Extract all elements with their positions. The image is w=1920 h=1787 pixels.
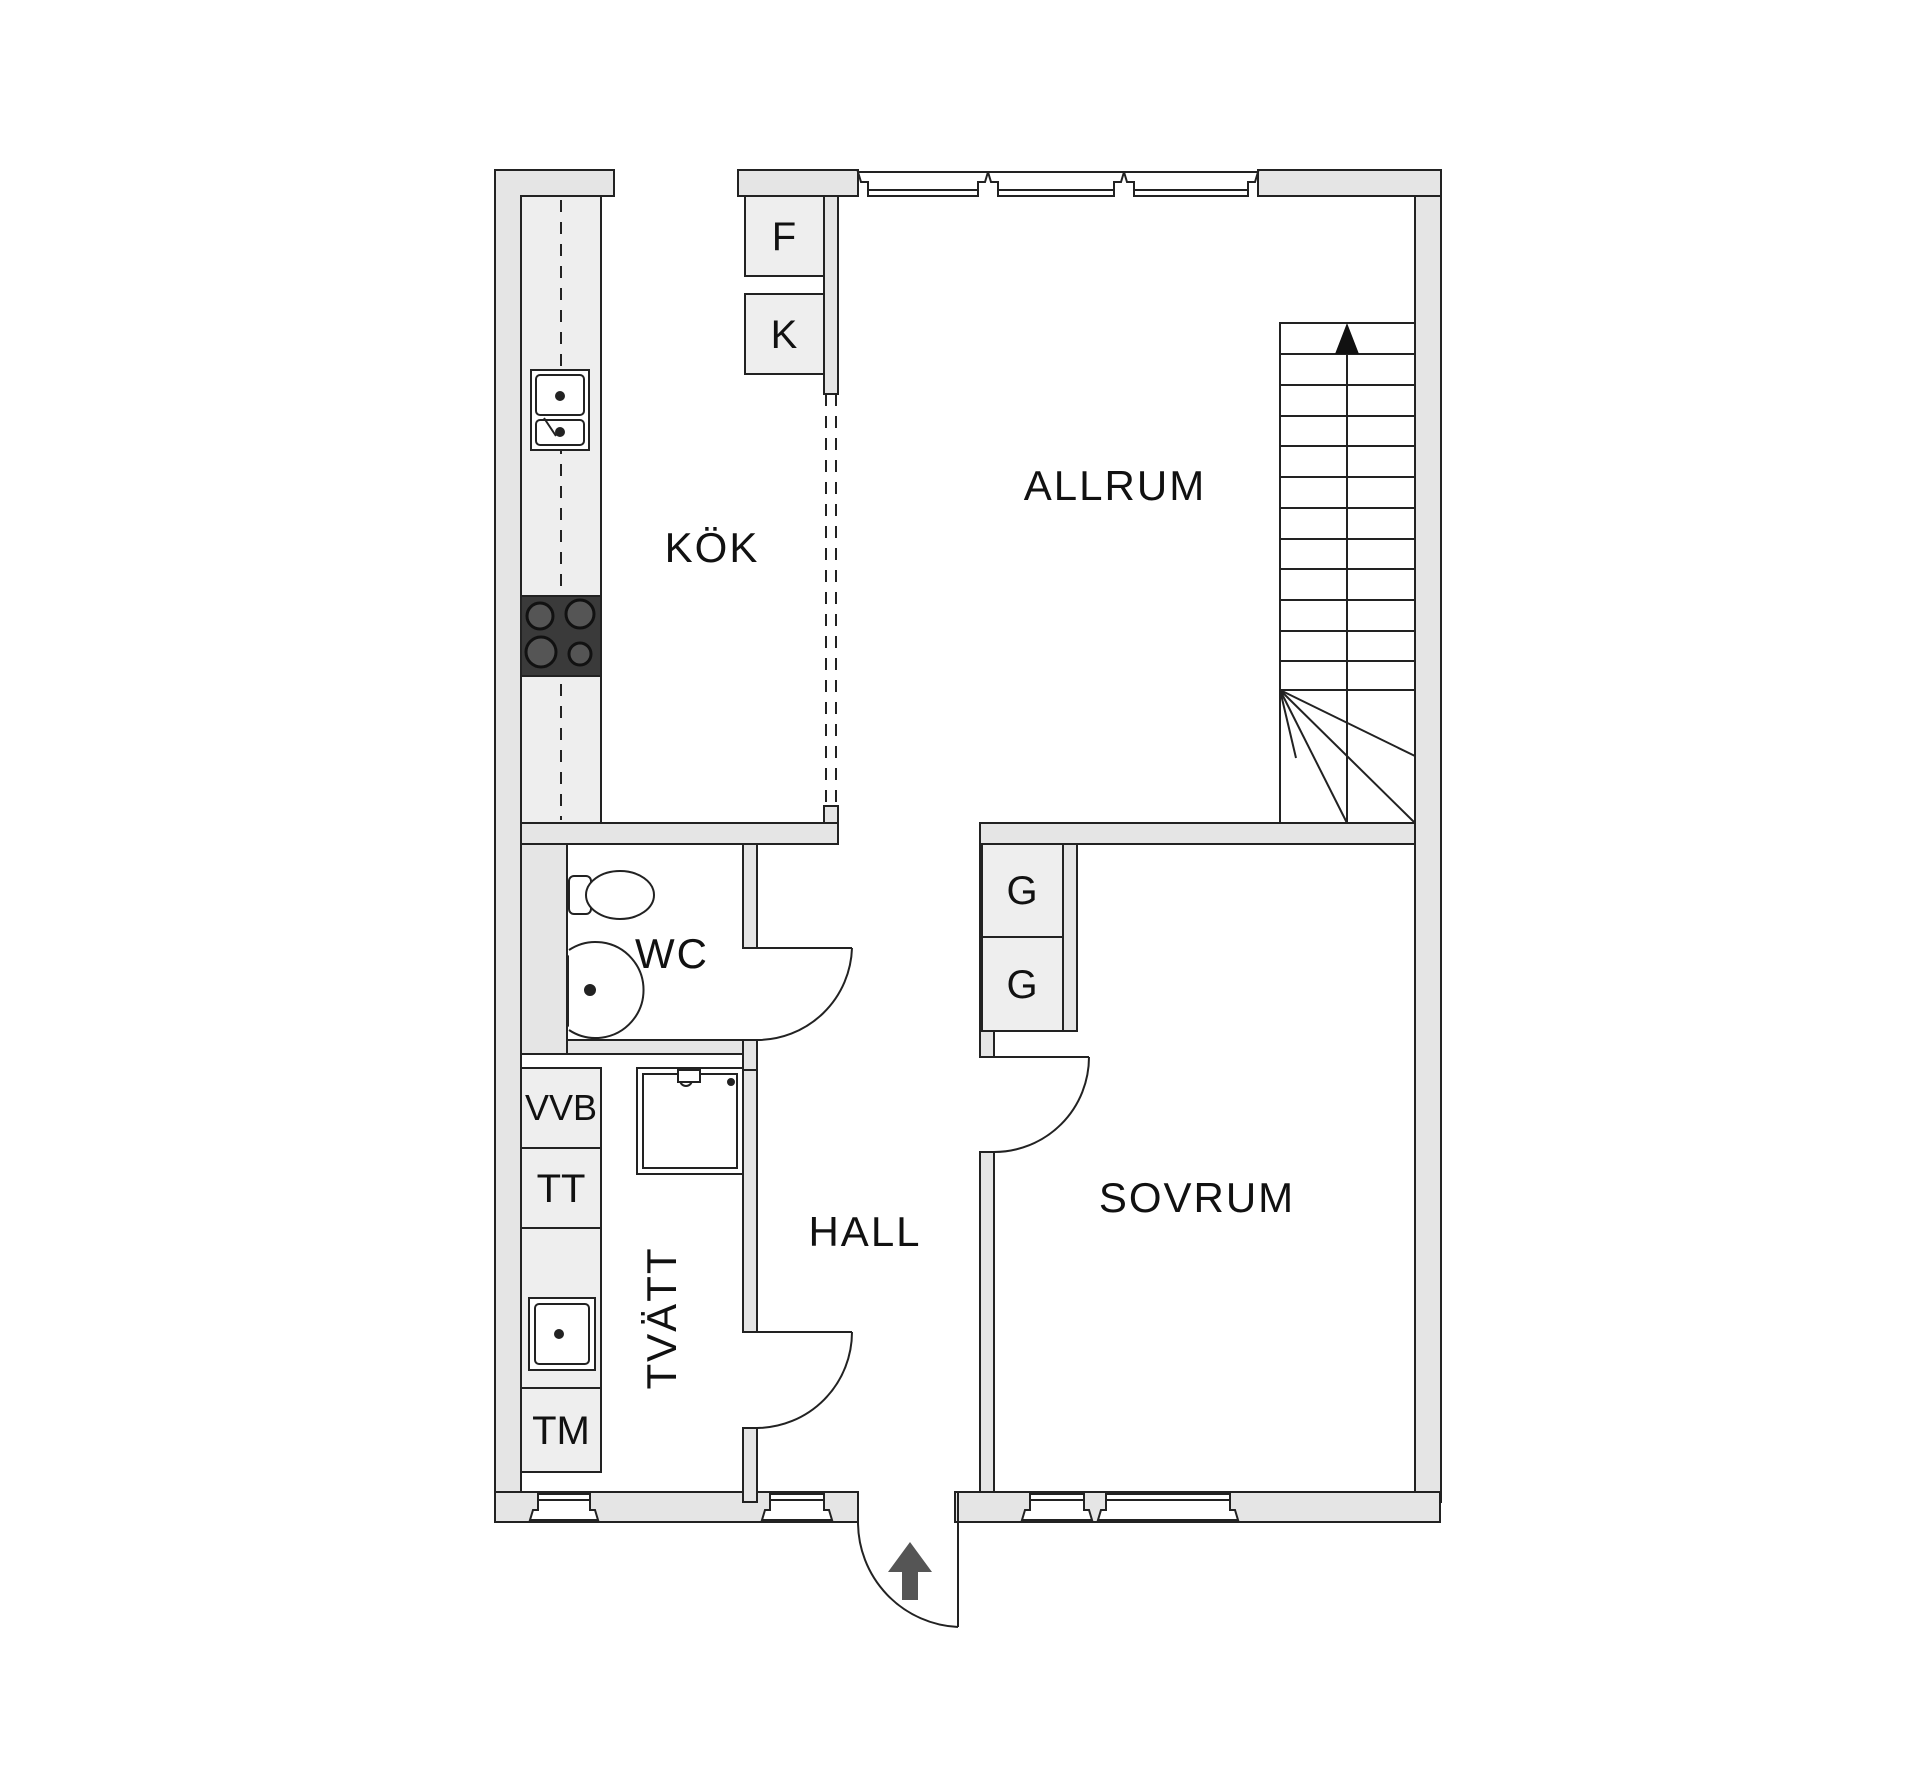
wardrobe-bottom: G xyxy=(981,936,1064,1032)
washer-label: TM xyxy=(532,1409,590,1453)
shower-icon xyxy=(636,1067,744,1175)
door-swing-icon xyxy=(756,947,1090,1628)
dryer-label: TT xyxy=(537,1167,586,1211)
kitchen-counter xyxy=(520,195,602,824)
entrance-arrow-icon xyxy=(888,1542,932,1600)
room-label-allrum: ALLRUM xyxy=(1024,462,1206,509)
fridge-label: F xyxy=(772,215,796,259)
stove-icon xyxy=(520,595,602,677)
stairs-up-arrow-icon xyxy=(1335,323,1359,354)
open-passage xyxy=(825,394,837,806)
room-label-hall: HALL xyxy=(808,1208,921,1255)
room-label-wc: WC xyxy=(635,930,709,977)
room-label-kok: KÖK xyxy=(665,524,760,571)
freezer-unit: K xyxy=(744,293,825,375)
room-label-tvatt: TVÄTT xyxy=(638,1247,685,1390)
water-heater-label: VVB xyxy=(525,1087,597,1128)
wardrobe-top: G xyxy=(981,843,1064,938)
washbasin-icon xyxy=(568,941,645,1039)
fridge-unit: F xyxy=(744,195,825,277)
toilet-icon xyxy=(568,870,655,920)
window-icon xyxy=(528,171,1260,1521)
freezer-label: K xyxy=(771,313,798,357)
wardrobe-top-label: G xyxy=(1006,869,1037,913)
stairs-icon xyxy=(1279,322,1416,824)
wardrobe-bottom-label: G xyxy=(1006,963,1037,1007)
sink-icon xyxy=(530,369,590,451)
room-label-sovrum: SOVRUM xyxy=(1099,1174,1295,1221)
laundry-sink-icon xyxy=(528,1297,596,1371)
